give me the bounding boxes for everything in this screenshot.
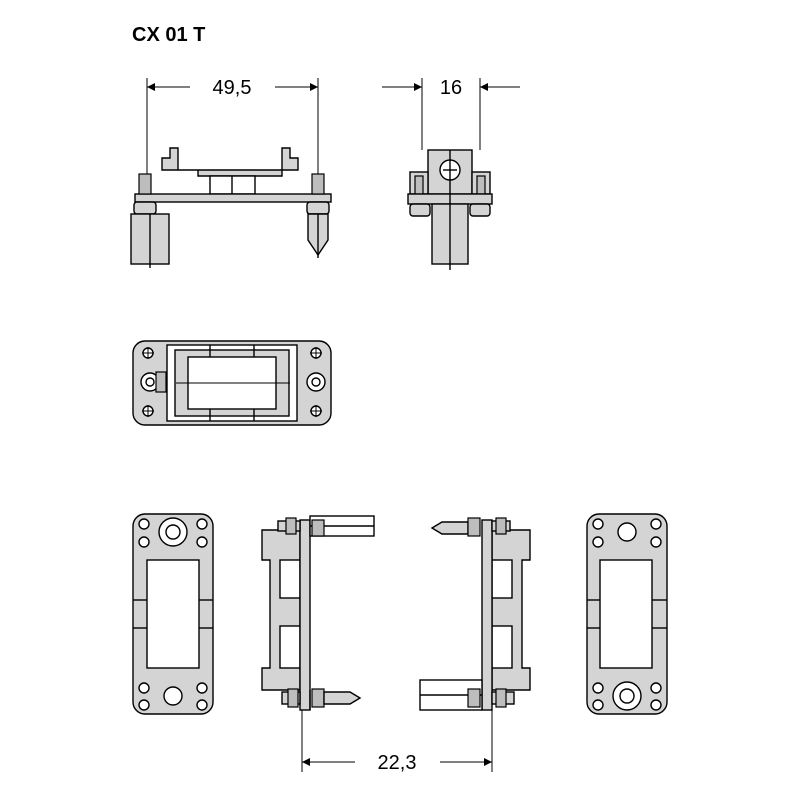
- front-view: 49,5: [130, 77, 332, 268]
- dimension-depth-bottom: 22,3: [302, 752, 492, 774]
- dimension-width-front: 49,5: [146, 77, 319, 176]
- top-view: [132, 340, 332, 426]
- profile-view-left: [261, 515, 375, 772]
- face-view-right: [586, 513, 668, 715]
- profile-view-right: [419, 517, 531, 772]
- drawing-title: CX 01 T: [132, 24, 205, 46]
- side-view: 16: [382, 77, 520, 270]
- dimension-width-side: 16: [382, 77, 520, 150]
- dimension-label-width-front: 49,5: [213, 77, 252, 99]
- corner-holes: [142, 347, 322, 417]
- dimension-label-width-side: 16: [440, 77, 462, 99]
- face-view-left: [132, 513, 214, 715]
- dimension-label-depth-bottom: 22,3: [378, 752, 417, 774]
